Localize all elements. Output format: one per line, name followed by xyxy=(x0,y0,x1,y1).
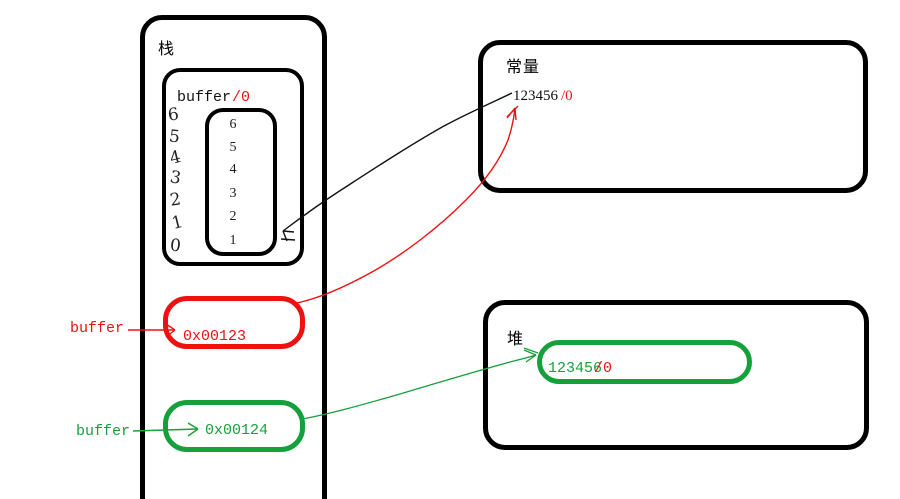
index-column-item: 0 xyxy=(168,235,182,257)
red-pointer-box xyxy=(163,296,305,349)
heap-block-terminator: /0 xyxy=(594,360,613,377)
green-pointer-box xyxy=(163,400,305,452)
red-buffer-label: buffer xyxy=(70,320,125,337)
buffer-slot: 1 xyxy=(229,233,237,248)
index-column-item: 5 xyxy=(167,126,181,148)
constant-value: 123456 xyxy=(513,88,558,104)
red-pointer-value: 0x00123 xyxy=(183,328,247,345)
buffer-slot: 5 xyxy=(229,140,237,155)
buffer-slot: 4 xyxy=(229,162,237,177)
buffer-slot: 6 xyxy=(229,117,237,132)
heap-block-box xyxy=(537,340,752,384)
buffer-slot: 3 xyxy=(229,186,237,201)
buffer-frame-terminator: /0 xyxy=(232,89,251,106)
constant-title: 常量 xyxy=(506,57,541,76)
buffer-slots-box xyxy=(205,108,277,256)
heap-block-value: 123456 xyxy=(548,360,603,377)
green-buffer-label: buffer xyxy=(76,423,131,440)
constant-terminator: /0 xyxy=(561,88,573,104)
buffer-slot: 2 xyxy=(229,209,237,224)
stack-title: 栈 xyxy=(158,39,176,58)
buffer-frame-label: buffer xyxy=(177,89,232,106)
green-pointer-value: 0x00124 xyxy=(205,422,269,439)
heap-title: 堆 xyxy=(507,329,525,348)
